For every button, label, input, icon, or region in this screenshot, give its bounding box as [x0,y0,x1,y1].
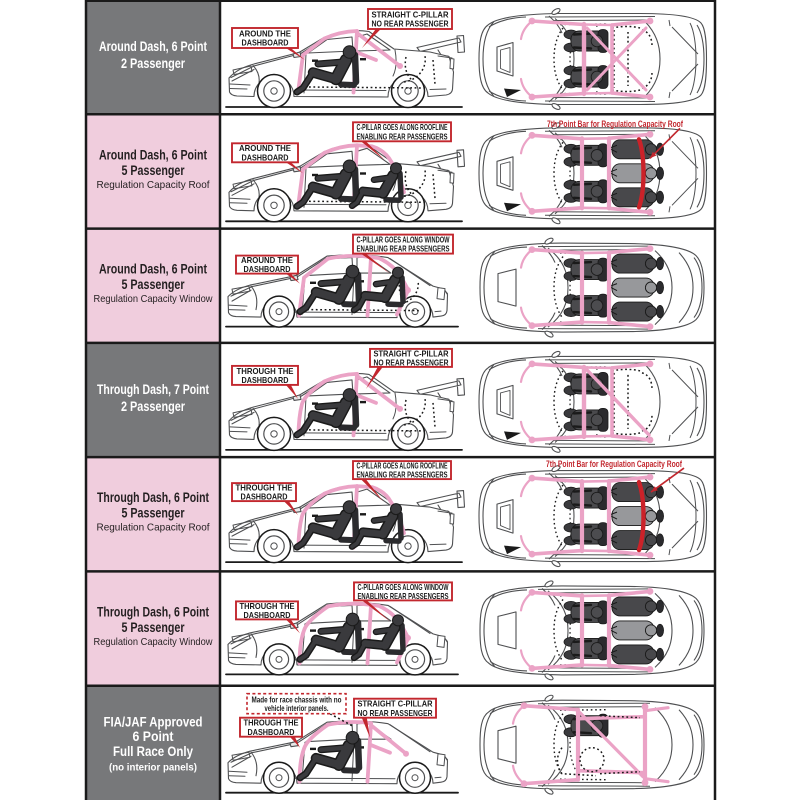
svg-text:C-PILLAR GOES ALONG ROOFLINE: C-PILLAR GOES ALONG ROOFLINE [357,461,448,471]
svg-text:6 Point: 6 Point [133,729,174,744]
svg-text:DASHBOARD: DASHBOARD [242,38,289,48]
svg-text:Through Dash, 7 Point: Through Dash, 7 Point [97,382,209,397]
svg-text:STRAIGHT C-PILLAR: STRAIGHT C-PILLAR [372,9,449,19]
svg-text:Around Dash, 6 Point: Around Dash, 6 Point [99,147,207,162]
svg-text:Regulation Capacity Window: Regulation Capacity Window [94,294,214,305]
svg-text:Around Dash, 6 Point: Around Dash, 6 Point [99,262,207,277]
svg-text:THROUGH THE: THROUGH THE [240,601,295,611]
svg-text:DASHBOARD: DASHBOARD [244,264,291,274]
svg-text:ENABLING REAR PASSENGERS: ENABLING REAR PASSENGERS [357,470,448,480]
svg-text:AROUND THE: AROUND THE [239,28,291,38]
svg-text:Regulation Capacity Roof: Regulation Capacity Roof [97,523,210,534]
svg-text:C-PILLAR GOES ALONG WINDOW: C-PILLAR GOES ALONG WINDOW [358,582,449,592]
svg-text:THROUGH THE: THROUGH THE [237,366,294,376]
svg-text:Through Dash, 6 Point: Through Dash, 6 Point [97,490,209,505]
svg-text:5 Passenger: 5 Passenger [122,506,186,521]
svg-text:AROUND THE: AROUND THE [239,143,291,153]
svg-text:DASHBOARD: DASHBOARD [241,492,288,502]
svg-text:AROUND THE: AROUND THE [241,255,293,265]
svg-text:Regulation Capacity Window: Regulation Capacity Window [94,637,214,648]
svg-text:5 Passenger: 5 Passenger [122,620,186,635]
svg-text:THROUGH THE: THROUGH THE [236,483,293,493]
svg-text:ENABLING REAR PASSENGERS: ENABLING REAR PASSENGERS [358,591,449,601]
svg-text:STRAIGHT C-PILLAR: STRAIGHT C-PILLAR [358,699,433,709]
svg-text:C-PILLAR GOES ALONG WINDOW: C-PILLAR GOES ALONG WINDOW [357,235,450,245]
svg-text:7th Point Bar for Regulation C: 7th Point Bar for Regulation Capacity Ro… [547,119,684,130]
svg-text:ENABLING REAR PASSENGERS: ENABLING REAR PASSENGERS [357,244,450,254]
svg-text:NO REAR PASSENGER: NO REAR PASSENGER [358,708,433,718]
svg-text:vehicle interior panels.: vehicle interior panels. [265,703,329,713]
svg-text:FIA/JAF Approved: FIA/JAF Approved [104,715,203,730]
svg-text:Regulation Capacity Roof: Regulation Capacity Roof [97,180,210,191]
svg-text:Around Dash, 6 Point: Around Dash, 6 Point [99,39,207,54]
svg-text:5 Passenger: 5 Passenger [122,163,186,178]
svg-text:5 Passenger: 5 Passenger [122,277,186,292]
svg-text:DASHBOARD: DASHBOARD [242,375,289,385]
svg-text:Full Race Only: Full Race Only [113,744,193,759]
svg-text:C-PILLAR GOES ALONG ROOFLINE: C-PILLAR GOES ALONG ROOFLINE [357,122,448,132]
svg-text:2 Passenger: 2 Passenger [121,56,186,71]
svg-text:NO REAR PASSENGER: NO REAR PASSENGER [374,358,449,368]
svg-text:ENABLING REAR PASSENGERS: ENABLING REAR PASSENGERS [357,131,448,141]
svg-text:Through Dash, 6 Point: Through Dash, 6 Point [97,604,209,619]
svg-text:DASHBOARD: DASHBOARD [244,610,291,620]
svg-text:STRAIGHT C-PILLAR: STRAIGHT C-PILLAR [374,348,449,358]
svg-text:Made for race chassis with no: Made for race chassis with no [252,694,342,704]
svg-text:DASHBOARD: DASHBOARD [242,152,289,162]
svg-text:THROUGH THE: THROUGH THE [244,718,299,728]
svg-text:(no interior panels): (no interior panels) [109,763,197,774]
svg-text:7th Point Bar for Regulation C: 7th Point Bar for Regulation Capacity Ro… [546,459,683,470]
svg-text:2 Passenger: 2 Passenger [121,399,186,414]
svg-text:NO REAR PASSENGER: NO REAR PASSENGER [372,19,449,29]
svg-text:DASHBOARD: DASHBOARD [248,727,295,737]
